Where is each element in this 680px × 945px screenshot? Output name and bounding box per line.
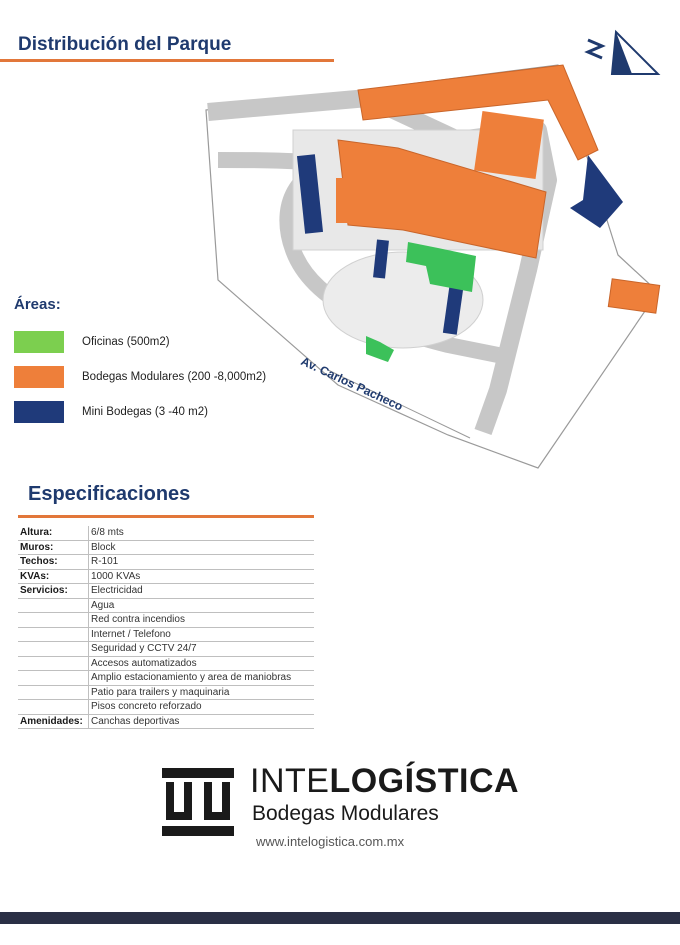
spec-value: Red contra incendios [88,612,314,628]
legend-swatch-offices [14,331,64,353]
brand-subtitle: Bodegas Modulares [252,802,439,825]
table-row: Patio para trailers y maquinaria [18,685,314,700]
spec-key [18,656,89,671]
spec-key: Muros: [18,540,89,555]
spec-value: Block [88,540,314,555]
table-row: Techos:R-101 [18,554,314,570]
spec-value: 6/8 mts [88,526,314,541]
warehouse-top-row [357,64,599,161]
spec-key [18,670,89,686]
brand-name-light: INTE [250,762,330,800]
table-row: Agua [18,598,314,613]
office-building [406,242,476,292]
north-compass-icon [584,29,661,75]
legend-title: Áreas: [14,296,61,313]
table-row: Servicios:Electricidad [18,583,314,599]
spec-value: Electricidad [88,583,314,599]
table-row: Pisos concreto reforzado [18,699,314,715]
spec-key [18,612,89,628]
specs-table: Altura:6/8 mts Muros:Block Techos:R-101 … [18,526,314,729]
legend-item-offices: Oficinas (500m2) [14,331,170,353]
spec-value: Pisos concreto reforzado [88,699,314,715]
warehouse-main [337,139,547,259]
mini-bodega-lower [442,287,464,335]
table-row: Amplio estacionamiento y area de maniobr… [18,670,314,686]
table-row: Seguridad y CCTV 24/7 [18,641,314,657]
spec-value: 1000 KVAs [88,569,314,584]
table-row: Altura:6/8 mts [18,526,314,541]
spec-value: Accesos automatizados [88,656,314,671]
legend-swatch-mini [14,401,64,423]
mini-bodega-center [373,239,389,279]
table-row: Internet / Telefono [18,627,314,642]
warehouse-upper-right [474,110,544,180]
table-row: KVAs:1000 KVAs [18,569,314,584]
spec-value: Patio para trailers y maquinaria [88,685,314,700]
mini-bodega-left [296,154,324,234]
office-small [366,336,394,362]
brand-logo-icon [162,768,234,836]
spec-key: Altura: [18,526,89,541]
spec-value: Amplio estacionamiento y area de maniobr… [88,670,314,686]
specs-underline [18,515,314,518]
spec-key [18,598,89,613]
legend-item-mini: Mini Bodegas (3 -40 m2) [14,401,208,423]
spec-key [18,699,89,715]
legend-label-warehouses: Bodegas Modulares (200 -8,000m2) [82,371,267,383]
specs-title: Especificaciones [28,483,191,505]
legend-swatch-warehouses [14,366,64,388]
park-site-map: Av. Carlos Pacheco [205,64,661,469]
page-title: Distribución del Parque [18,34,232,55]
footer-bar [0,912,680,924]
spec-key: Servicios: [18,583,89,599]
table-row: Accesos automatizados [18,656,314,671]
mini-bodega-right [570,155,623,228]
warehouse-far-right [607,278,661,314]
table-row: Amenidades:Canchas deportivas [18,714,314,729]
spec-value: Internet / Telefono [88,627,314,642]
spec-key [18,627,89,642]
brand-name: INTELOGÍSTICA [250,762,519,801]
spec-key: Amenidades: [18,714,89,729]
table-row: Muros:Block [18,540,314,555]
brand-name-bold: LOGÍSTICA [329,762,520,800]
street-line [327,369,471,439]
legend-label-mini: Mini Bodegas (3 -40 m2) [82,406,208,418]
spec-key [18,641,89,657]
spec-key [18,685,89,700]
spec-value: Canchas deportivas [88,714,314,729]
legend-item-warehouses: Bodegas Modulares (200 -8,000m2) [14,366,266,388]
spec-value: Agua [88,598,314,613]
title-underline [0,59,334,62]
table-row: Red contra incendios [18,612,314,628]
spec-value: Seguridad y CCTV 24/7 [88,641,314,657]
brand-url: www.intelogistica.com.mx [256,834,405,849]
warehouse-small-left [336,178,364,223]
spec-key: Techos: [18,554,89,570]
legend-label-offices: Oficinas (500m2) [82,336,170,348]
spec-key: KVAs: [18,569,89,584]
spec-value: R-101 [88,554,314,570]
